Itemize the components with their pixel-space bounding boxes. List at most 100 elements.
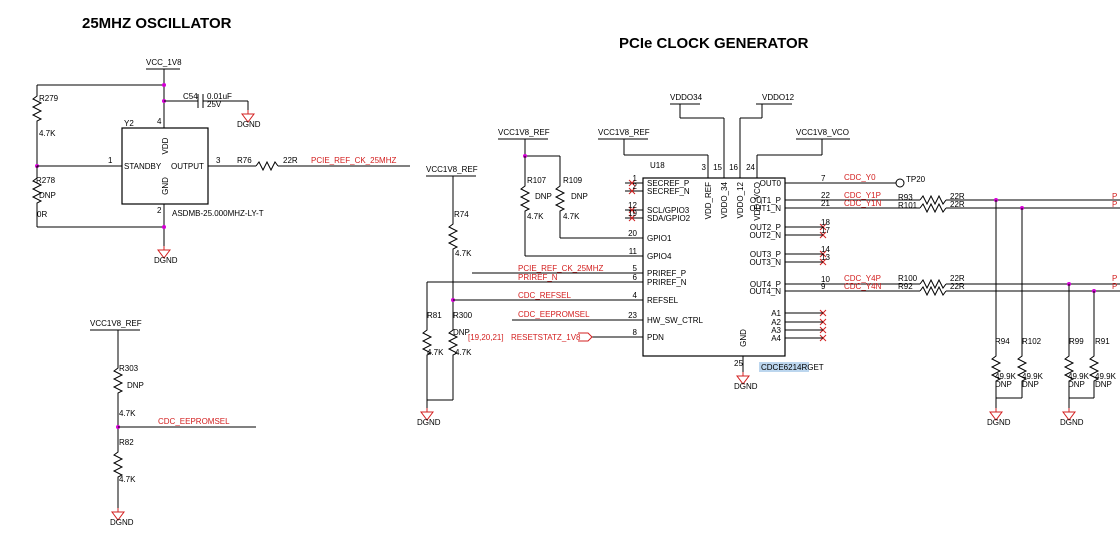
u18-pin-sda-gpio2-label: SDA/GPIO2: [647, 214, 691, 223]
edge-label-y4n: P: [1112, 282, 1117, 291]
r94-dnp: DNP: [995, 380, 1012, 389]
u18-pin-a3-label: A3: [771, 326, 781, 335]
pin-1-num: 1: [108, 156, 113, 165]
r91-dnp: DNP: [1095, 380, 1112, 389]
net-cdc-y1n: CDC_Y1N: [844, 199, 882, 208]
eeprom-dgnd-label: DGND: [110, 518, 134, 527]
u18-pin-24-num: 24: [746, 163, 755, 172]
u18-pin-19-num: 19: [628, 209, 637, 218]
r92-ref: R92: [898, 282, 913, 291]
u18-pin-vddo-34-label: VDDO_34: [720, 181, 729, 218]
edge-label-y1n: P: [1112, 200, 1117, 209]
u18-pin-18-num: 18: [821, 218, 830, 227]
u18-pin-11-num: 11: [629, 247, 638, 256]
u18-pin-vddo-12-label: VDDO_12: [736, 181, 745, 218]
r101-value: 22R: [950, 200, 965, 209]
net-cdc-y1p: CDC_Y1P: [844, 191, 881, 200]
dgnd-label: DGND: [237, 120, 261, 129]
u18-pin-23-num: 23: [628, 311, 637, 320]
r101-ref: R101: [898, 201, 918, 210]
u18-ref: U18: [650, 161, 665, 170]
u18-pin-refsel-label: REFSEL: [647, 296, 679, 305]
r100-ref: R100: [898, 274, 918, 283]
vddo34-label: VDDO34: [670, 93, 703, 102]
r303-dnp: DNP: [127, 381, 144, 390]
y2-ref: Y2: [124, 119, 134, 128]
r279-value: 4.7K: [39, 129, 56, 138]
net-pcie-ref-out: PCIE_REF_CK_25MHZ: [311, 156, 396, 165]
r94-value: 49.9K: [995, 372, 1017, 381]
u18-pin-out2-p-label: OUT2_P: [750, 223, 781, 232]
u18-pin-pdn-label: PDN: [647, 333, 664, 342]
pin-2-num: 2: [157, 206, 162, 215]
r300-value: 4.7K: [455, 348, 472, 357]
r107-ref: R107: [527, 176, 547, 185]
vcc1v8-ref-b-label: VCC1V8_REF: [598, 128, 650, 137]
r102-dnp: DNP: [1022, 380, 1039, 389]
u18-pin-a4-label: A4: [771, 334, 781, 343]
pin-gnd-label: GND: [161, 177, 170, 195]
vddo12-label: VDDO12: [762, 93, 795, 102]
r102-ref: R102: [1022, 337, 1042, 346]
oscillator-section: 25MHZ OSCILLATOR VCC_1V8 C54 0.01uF 25V …: [32, 15, 410, 265]
u18-pin-gpio1-label: GPIO1: [647, 234, 672, 243]
r82-ref: R82: [119, 438, 134, 447]
u18-pin-4-num: 4: [633, 291, 638, 300]
u18-pin-15-num: 15: [713, 163, 722, 172]
tp20-test-point: [895, 178, 905, 188]
reset-sheet-ref: [19,20,21]: [468, 333, 504, 342]
u18-pin-1-num: 1: [633, 174, 638, 183]
u18-gnd-pin-label: GND: [739, 329, 748, 347]
u18-pin-out3-n-label: OUT3_N: [749, 258, 781, 267]
left-dgnd-label: DGND: [417, 418, 441, 427]
vcc1v8-ref-c-label: VCC1V8_REF: [426, 165, 478, 174]
r278-value: 0R: [37, 210, 47, 219]
r109-dnp: DNP: [571, 192, 588, 201]
u18-gnd-pin-num: 25: [734, 359, 743, 368]
r94-ref: R94: [995, 337, 1010, 346]
u18-pin-out1-p-label: OUT1_P: [750, 196, 781, 205]
r74-ref: R74: [454, 210, 469, 219]
u18-pin-secref-p-label: SECREF_P: [647, 179, 689, 188]
pin-standby-label: STANDBY: [124, 162, 162, 171]
u18-pin-hw-sw-ctrl-label: HW_SW_CTRL: [647, 316, 704, 325]
right-dgnd-label-1: DGND: [987, 418, 1011, 427]
r100-value: 22R: [950, 274, 965, 283]
vcc1v8-vco-label: VCC1V8_VCO: [796, 128, 849, 137]
u18-pin-3-num: 3: [702, 163, 707, 172]
net-cdc-eepromsel: CDC_EEPROMSEL: [518, 310, 590, 319]
eepromsel-divider: VCC1V8_REF R303 DNP 4.7K CDC_EEPROMSEL R…: [90, 319, 256, 527]
r93-ref: R93: [898, 193, 913, 202]
u18-pin-out4-p-label: OUT4_P: [750, 280, 781, 289]
right-dgnd-label-2: DGND: [1060, 418, 1084, 427]
y2-oscillator-body: [121, 127, 209, 205]
r300-dnp: DNP: [453, 328, 470, 337]
pin-4-num: 4: [157, 117, 162, 126]
vcc1v8-ref-a-label: VCC1V8_REF: [498, 128, 550, 137]
r99-ref: R99: [1069, 337, 1084, 346]
net-eepromsel-left: CDC_EEPROMSEL: [158, 417, 230, 426]
pin-output-label: OUTPUT: [171, 162, 204, 171]
u18-pin-priref-p-label: PRIREF_P: [647, 269, 686, 278]
net-priref-n: PRIREF_N: [518, 273, 558, 282]
u18-pin-priref-n-label: PRIREF_N: [647, 278, 687, 287]
u18-clock-generator-body: [642, 177, 786, 357]
u18-pin-20-num: 20: [628, 229, 637, 238]
osc-dgnd-label: DGND: [154, 256, 178, 265]
r109-ref: R109: [563, 176, 583, 185]
u18-pin-secref-n-label: SECREF_N: [647, 187, 690, 196]
r278-dnp: DNP: [39, 191, 56, 200]
u18-pin-16-num: 16: [729, 163, 738, 172]
edge-label-y1p: P: [1112, 192, 1117, 201]
r76-value: 22R: [283, 156, 298, 165]
u18-pin-10-num: 10: [821, 275, 830, 284]
u18-pin-7-num: 7: [821, 174, 826, 183]
r102-value: 49.9K: [1022, 372, 1044, 381]
r91-ref: R91: [1095, 337, 1110, 346]
r107-dnp: DNP: [535, 192, 552, 201]
r91-value: 49.9K: [1095, 372, 1117, 381]
u18-pin-scl-gpio3-label: SCL/GPIO3: [647, 206, 690, 215]
r74-value: 4.7K: [455, 249, 472, 258]
